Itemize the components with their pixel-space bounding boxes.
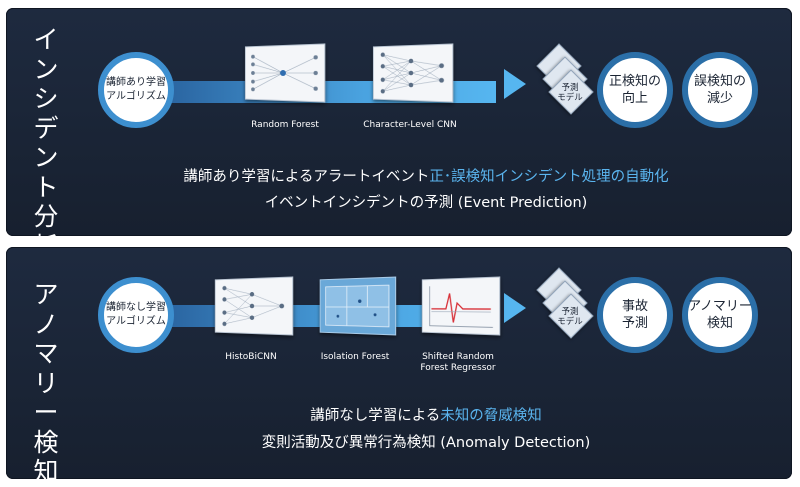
line-chart-icon [423,278,499,335]
model-caption: Random Forest [251,120,319,130]
prediction-model-label: 予測 モデル [557,307,583,327]
unsupervised-algorithm-circle: 講師なし学習 アルゴリズム [98,277,174,353]
output-circle-anomaly-detection: アノマリー 検知 [682,277,758,353]
prediction-model-label: 予測 モデル [557,83,583,103]
isolation-forest-card [319,276,397,336]
histobicnn-card [214,276,294,336]
output-circle-accident-prediction: 事故 予測 [597,277,673,353]
shifted-rf-card [421,276,501,336]
output-circle-true-detection: 正検知の 向上 [597,52,673,128]
supervised-algorithm-circle: 講師あり学習 アルゴリズム [98,52,174,128]
output-circle-false-detection: 誤検知の 減少 [682,52,758,128]
character-cnn-card [372,43,454,103]
incident-analysis-panel: イ ン シ デ ン ト 分 析 講師あり学習 アルゴリズム Random For… [6,8,792,236]
headline: 講師あり学習によるアラートイベント正･誤検知インシデント処理の自動化 [183,169,669,185]
tree-network-icon [251,45,318,102]
flow-arrow-icon [504,69,526,99]
model-caption: Isolation Forest [320,352,390,362]
neural-network-icon [380,45,444,102]
neural-network-icon [222,278,285,335]
isolation-plot-icon [321,278,396,335]
subline: 変則活動及び異常行為検知 (Anomaly Detection) [261,435,591,451]
model-caption: HistoBiCNN [225,352,277,362]
headline: 講師なし学習による未知の脅威検知 [310,408,542,424]
anomaly-detection-panel: ア ノ マ リ ー 検 知 講師なし学習 アルゴリズム HistoBiCNN I… [6,247,792,479]
flow-arrow-icon [504,293,526,323]
panel-title-anomaly-detection: ア ノ マ リ ー 検 知 [33,280,59,479]
subline: イベントインシデントの予測 (Event Prediction) [264,195,588,211]
model-caption: Character-Level CNN [363,120,457,130]
model-caption: Shifted Random Forest Regressor [420,352,496,373]
panel-title-incident-analysis: イ ン シ デ ン ト 分 析 [33,25,59,236]
random-forest-card [244,43,326,103]
